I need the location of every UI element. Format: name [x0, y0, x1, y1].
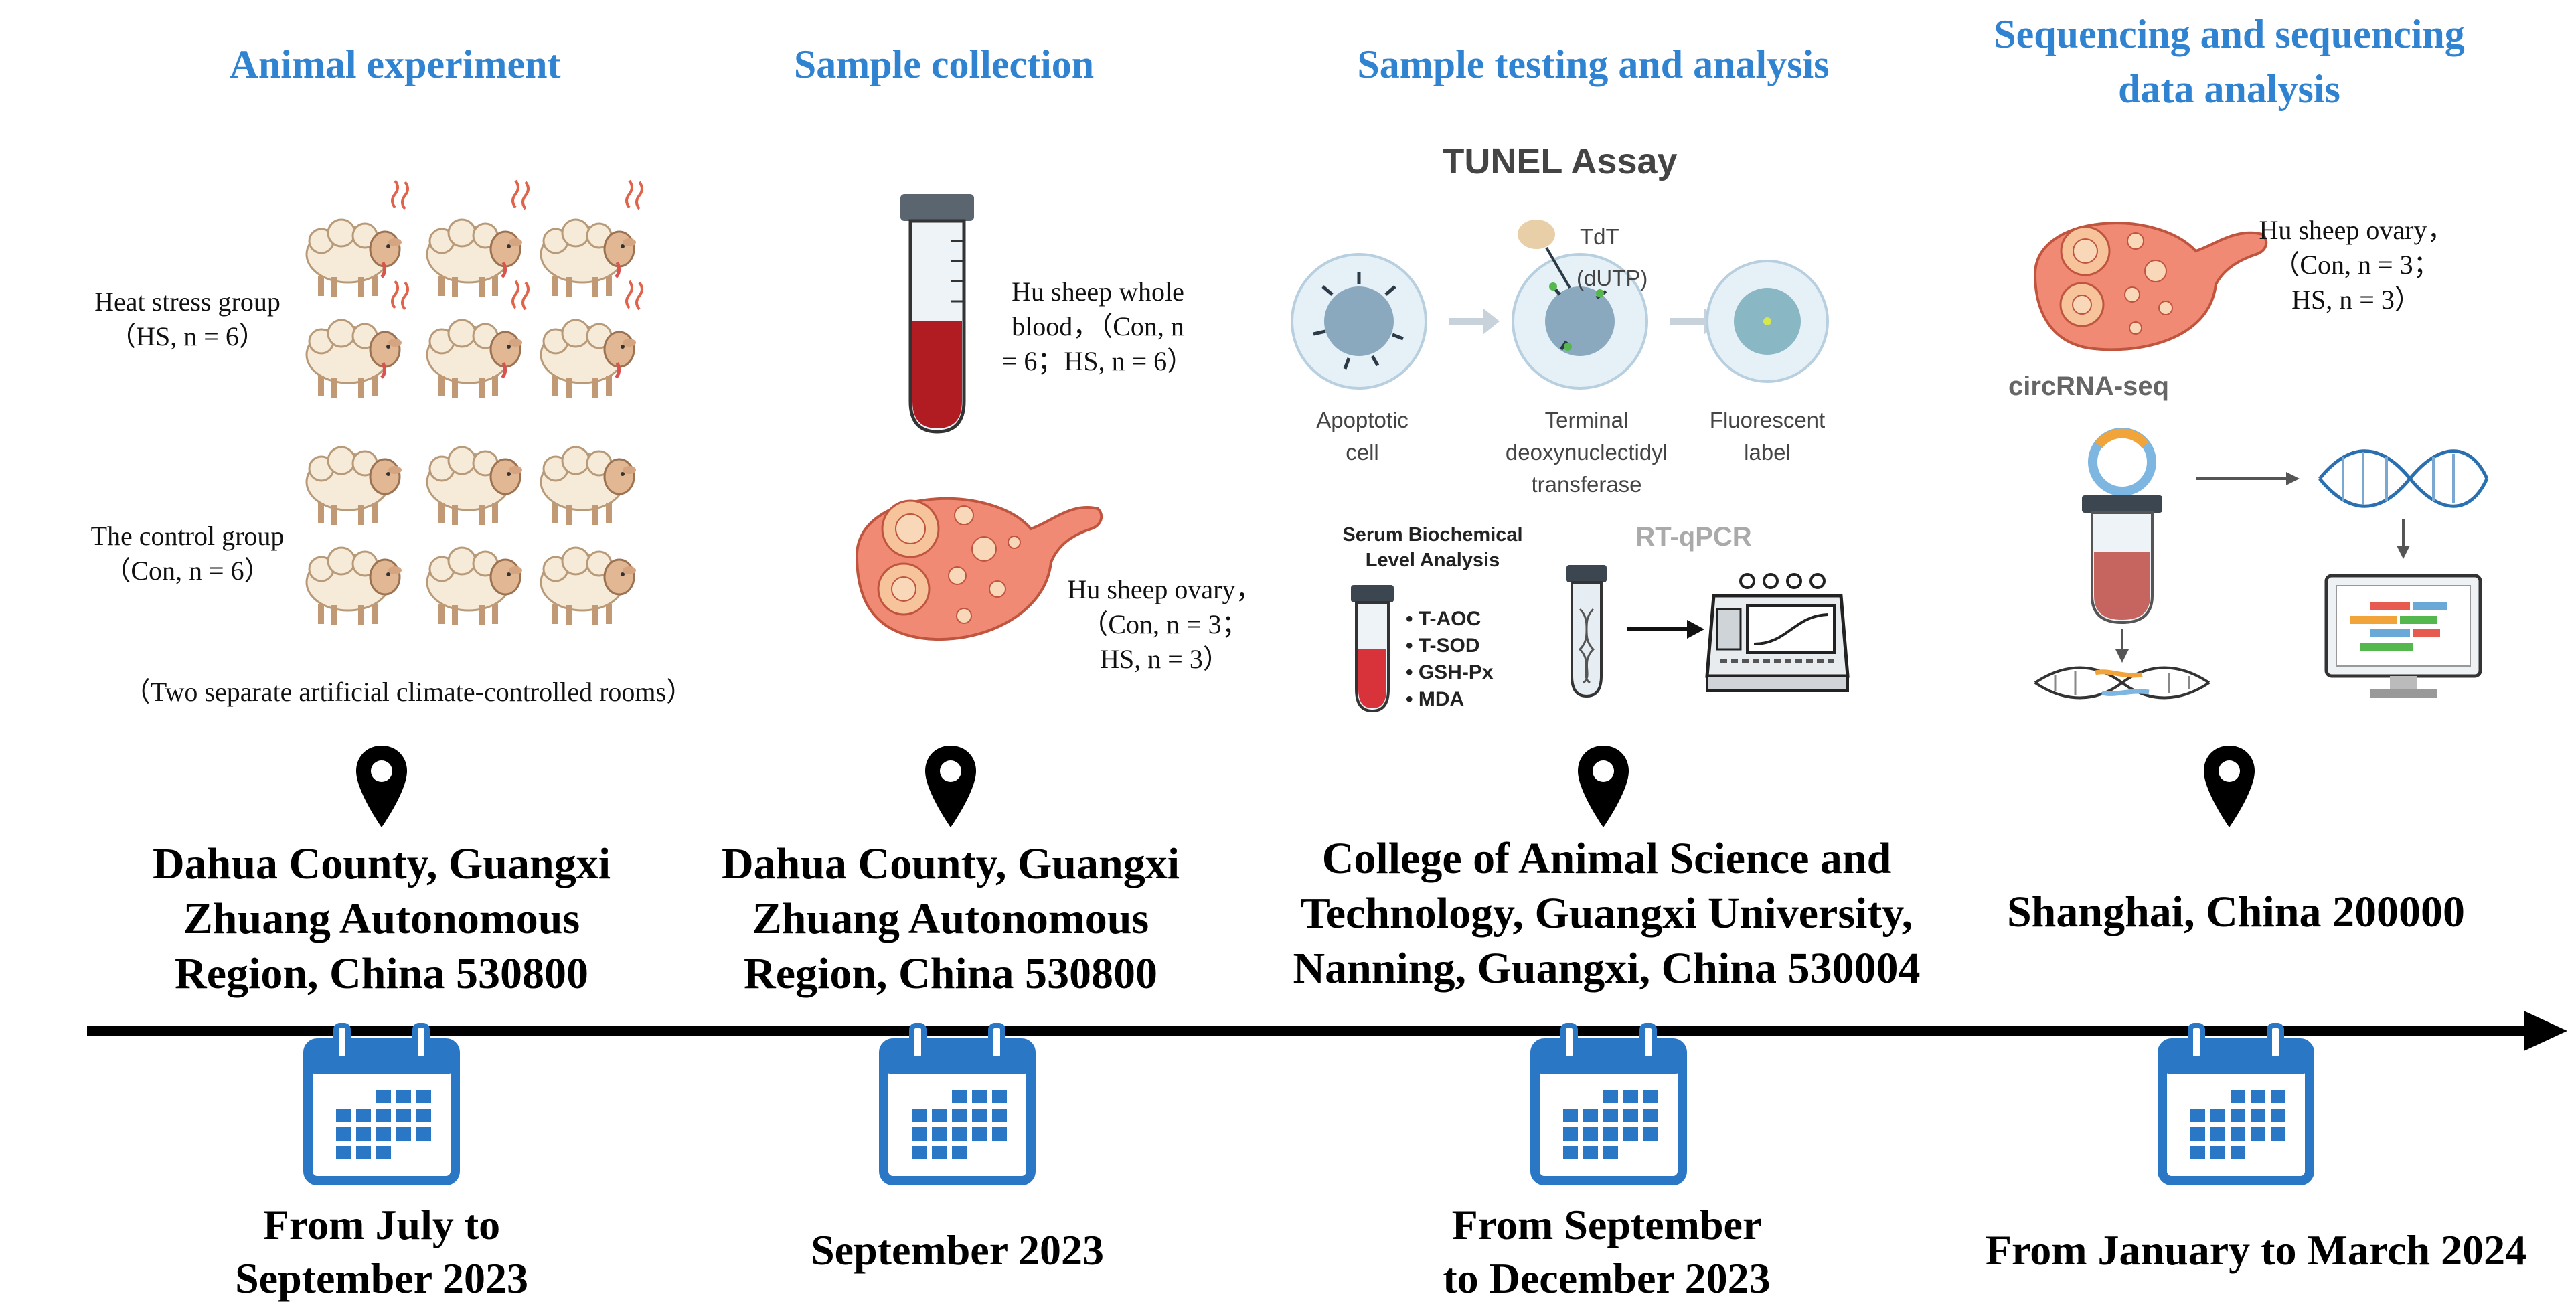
ovary-sample-label: Hu sheep ovary， （Con, n = 3； HS, n = 3） [1058, 572, 1272, 677]
control-group-label-line2: （Con, n = 6） [104, 556, 271, 586]
date-testing-line1: From September [1451, 1201, 1762, 1248]
blood-sample-label-line3: = 6；HS, n = 6） [1001, 346, 1194, 376]
tunel-step2-line2: deoxynuclectidyl [1505, 440, 1668, 465]
serum-items-list: • T-AOC • T-SOD • GSH-Px • MDA [1406, 606, 1540, 713]
location-collection-line1: Dahua County, Guangxi [721, 839, 1180, 888]
rooms-note: （Two separate artificial climate-control… [123, 677, 694, 707]
heat-stress-label-line1: Heat stress group [94, 286, 280, 317]
tunel-step3-line2: label [1744, 440, 1791, 465]
sequencing-ovary-line2: （Con, n = 3； [2273, 250, 2440, 280]
sequencing-ovary-line1: Hu sheep ovary， [2259, 215, 2454, 245]
tunel-step1-label: Apoptotic cell [1285, 404, 1439, 469]
location-testing-line1: College of Animal Science and [1321, 834, 1892, 883]
stage-title-sequencing-line1: Sequencing and sequencing [1994, 12, 2465, 56]
location-animal-line2: Zhuang Autonomous [183, 894, 580, 943]
timeline-arrow [87, 1011, 2567, 1051]
control-sheep-group [305, 446, 637, 627]
tunel-step3-label: Fluorescent label [1687, 404, 1848, 469]
qpcr-machine-icon [1705, 573, 1850, 692]
location-collection: Dahua County, Guangxi Zhuang Autonomous … [656, 837, 1245, 1001]
stage-title-sequencing: Sequencing and sequencing data analysis [1928, 7, 2530, 116]
tunel-step1-line1: Apoptotic [1316, 408, 1408, 432]
serum-item-mda: • MDA [1406, 688, 1465, 710]
location-sequencing-line1: Shanghai, China 200000 [2006, 888, 2466, 936]
map-pin-icon [925, 746, 976, 827]
date-collection-line1: September 2023 [811, 1226, 1104, 1274]
stage-title-sequencing-line2: data analysis [2118, 67, 2340, 111]
dna-bottom-icon [2034, 666, 2210, 700]
tunel-step2-line3: transferase [1531, 472, 1642, 497]
control-group-label-line1: The control group [90, 521, 285, 551]
location-testing-line3: Nanning, Guangxi, China 530004 [1293, 944, 1921, 993]
ovary-icon [855, 497, 1103, 641]
date-animal: From July to September 2023 [114, 1198, 649, 1305]
monitor-icon [2324, 574, 2482, 698]
dna-icon [2318, 449, 2489, 508]
location-testing-line2: Technology, Guangxi University, [1300, 889, 1913, 938]
sequencing-ovary-label: Hu sheep ovary， （Con, n = 3； HS, n = 3） [2243, 213, 2470, 317]
heat-stress-sheep-group [307, 181, 642, 398]
serum-item-gshpx: • GSH-Px [1406, 661, 1494, 683]
fluorescent-cell-icon [1706, 260, 1829, 383]
serum-title-line1: Serum Biochemical [1342, 524, 1523, 546]
blood-sample-label: Hu sheep whole blood，（Con, n = 6；HS, n =… [984, 274, 1212, 379]
sequencing-ovary-line3: HS, n = 3） [2291, 284, 2421, 315]
location-animal-line1: Dahua County, Guangxi [152, 839, 611, 888]
location-collection-line2: Zhuang Autonomous [752, 894, 1149, 943]
map-pin-icon [356, 746, 407, 827]
rtqpcr-title: RT-qPCR [1635, 522, 1752, 552]
tunel-step3-line1: Fluorescent [1709, 408, 1826, 432]
arrow-right-icon [1627, 620, 1704, 639]
date-testing-line2: to December 2023 [1443, 1254, 1771, 1302]
serum-item-tsod: • T-SOD [1406, 635, 1480, 657]
apoptotic-cell-icon [1291, 253, 1427, 390]
date-sequencing: From January to March 2024 [1941, 1224, 2571, 1277]
calendar-icon [2158, 1023, 2314, 1185]
tunel-assay-title: TUNEL Assay [1442, 141, 1678, 181]
tunel-step2-line1: Terminal [1544, 408, 1629, 432]
heat-stress-label: Heat stress group （HS, n = 6） [67, 284, 308, 354]
location-animal: Dahua County, Guangxi Zhuang Autonomous … [87, 837, 676, 1001]
calendar-icon [1530, 1023, 1687, 1185]
map-pin-icon [2204, 746, 2255, 827]
ovary-seq-icon [2033, 222, 2268, 351]
location-sequencing: Shanghai, China 200000 [1941, 885, 2530, 940]
serum-analysis-title: Serum Biochemical Level Analysis [1305, 522, 1560, 573]
calendar-icon [303, 1023, 460, 1185]
stage-title-collection: Sample collection [793, 42, 1095, 86]
serum-item-taoc: • T-AOC [1406, 608, 1481, 630]
date-sequencing-line1: From January to March 2024 [1985, 1226, 2527, 1274]
tdt-cell-icon [1512, 220, 1648, 390]
dutp-label: (dUTP) [1577, 266, 1648, 291]
location-collection-line3: Region, China 530800 [744, 949, 1157, 998]
control-group-label: The control group （Con, n = 6） [60, 519, 315, 588]
blood-sample-label-line2: blood，（Con, n [1012, 311, 1184, 341]
stage-title-testing: Sample testing and analysis [1357, 42, 1830, 86]
date-animal-line2: September 2023 [235, 1254, 528, 1302]
tunel-step1-line2: cell [1346, 440, 1379, 465]
date-testing: From September to December 2023 [1339, 1198, 1874, 1305]
stage-title-animal: Animal experiment [229, 42, 561, 86]
sheep-herd-illustration [281, 174, 656, 627]
calendar-icon [879, 1023, 1036, 1185]
circrna-workflow [2034, 428, 2489, 700]
circrna-seq-title: circRNA-seq [2008, 372, 2170, 401]
rtqpcr-tube-icon [1566, 565, 1607, 698]
ovary-sample-label-line1: Hu sheep ovary， [1067, 574, 1263, 604]
serum-tube-icon [1351, 585, 1394, 713]
date-animal-line1: From July to [262, 1201, 501, 1248]
test-tube-icon [900, 194, 974, 434]
heat-stress-label-line2: （HS, n = 6） [109, 321, 266, 351]
date-collection: September 2023 [690, 1224, 1225, 1277]
ovary-sample-label-line3: HS, n = 3） [1100, 644, 1230, 674]
tunel-diagram [1291, 220, 1829, 390]
tunel-step2-label: Terminal deoxynuclectidyl transferase [1453, 404, 1720, 501]
ovary-sample-label-line2: （Con, n = 3； [1081, 609, 1249, 639]
location-animal-line3: Region, China 530800 [175, 949, 588, 998]
location-testing: College of Animal Science and Technology… [1259, 831, 1955, 996]
tdt-label: TdT [1580, 224, 1619, 249]
map-pin-icon [1578, 746, 1629, 827]
blood-sample-label-line1: Hu sheep whole [1012, 276, 1184, 307]
serum-title-line2: Level Analysis [1365, 550, 1500, 571]
